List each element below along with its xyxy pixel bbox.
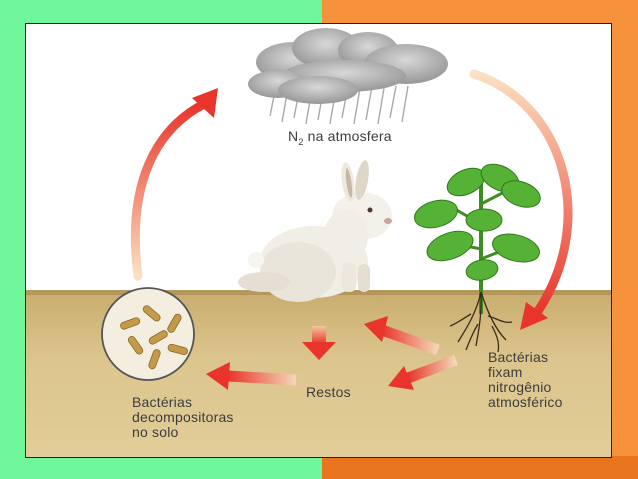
arrow-down-to-remains	[302, 326, 336, 360]
arrow-decomposers-to-atmosphere	[130, 88, 218, 281]
plant-roots	[449, 291, 513, 353]
label-decomposers: Bactérias decompositoras no solo	[132, 394, 234, 440]
label-atmosphere-prefix: N	[288, 128, 299, 144]
background-right-bottom	[322, 456, 638, 479]
rabbit	[238, 160, 392, 302]
diagram-illustration	[101, 28, 573, 390]
label-atmosphere-suffix: na atmosfera	[303, 128, 392, 144]
decomposer-bacteria-circle	[101, 287, 195, 381]
label-atmosphere-subscript: 2	[298, 136, 304, 147]
arrow-plant-to-restos-low	[388, 354, 458, 390]
label-remains: Restos	[306, 384, 351, 400]
arrow-atmosphere-to-fixing-bacteria	[469, 69, 573, 330]
rain-cloud	[248, 28, 448, 104]
arrow-plant-to-remains	[364, 316, 440, 356]
nitrogen-cycle-diagram: N2 na atmosfera Bactérias fixam nitrogên…	[25, 23, 612, 458]
plant	[413, 163, 541, 314]
label-fixing-bacteria: Bactérias fixam nitrogênio atmosférico	[488, 349, 563, 410]
arrow-remains-to-decomposers	[206, 362, 297, 390]
label-atmosphere: N2 na atmosfera	[288, 129, 392, 150]
